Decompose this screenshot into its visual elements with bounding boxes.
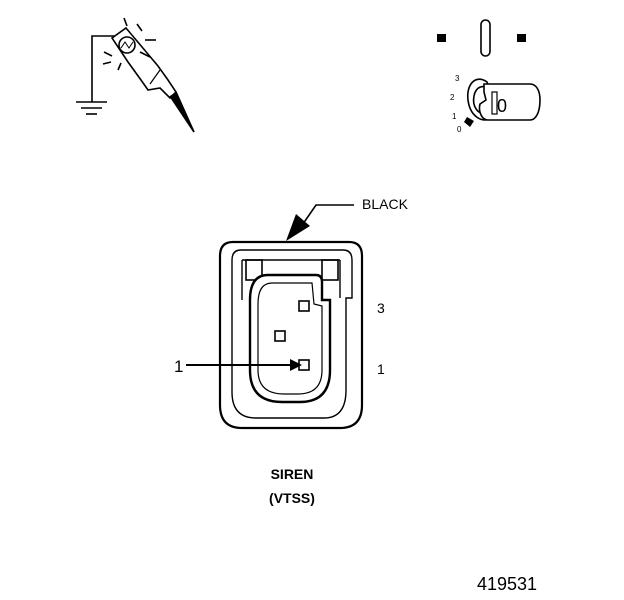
- pin-label-1: 1: [377, 361, 385, 377]
- figure-number: 419531: [477, 574, 537, 594]
- connector-name: SIREN: [271, 466, 314, 482]
- ignition-position-0: 0: [457, 125, 462, 134]
- terminal-right-icon: [517, 34, 526, 42]
- pin-callout-label: 1: [174, 357, 183, 376]
- ignition-position-1: 1: [452, 112, 457, 121]
- pin-2-terminal: [274, 330, 286, 342]
- color-callout: BLACK: [286, 196, 409, 241]
- ignition-key-icon: 3 2 1 0 0: [437, 19, 541, 134]
- connector-subname: (VTSS): [269, 490, 315, 506]
- connector-face: [218, 240, 364, 430]
- test-light-icon: [76, 17, 195, 133]
- callout-arrowhead-icon: [286, 214, 310, 241]
- pin-label-3: 3: [377, 300, 385, 316]
- pin-3-terminal: [298, 300, 310, 312]
- key-slot-icon: [480, 19, 491, 57]
- ignition-position-3: 3: [455, 74, 460, 83]
- pin-callout: 1: [174, 357, 302, 376]
- position-marker-icon: [464, 117, 474, 127]
- key-label: 0: [497, 96, 507, 116]
- color-label: BLACK: [362, 196, 409, 212]
- ignition-position-2: 2: [450, 93, 455, 102]
- pin-callout-arrowhead-icon: [290, 359, 302, 371]
- terminal-left-icon: [437, 34, 446, 42]
